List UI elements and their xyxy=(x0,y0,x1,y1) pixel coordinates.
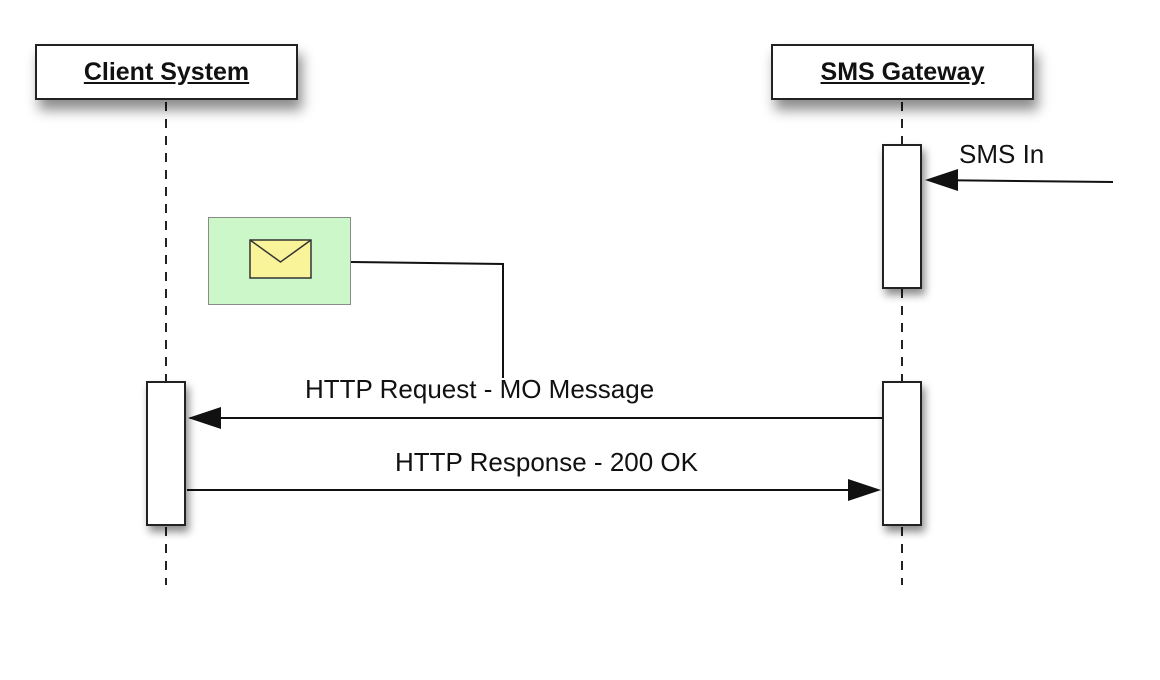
sms-in-label: SMS In xyxy=(959,139,1045,169)
sms-in-arrowhead xyxy=(925,169,958,191)
http-request-label: HTTP Request - MO Message xyxy=(305,374,655,404)
http-response-label: HTTP Response - 200 OK xyxy=(395,447,698,477)
participant-gateway-label: SMS Gateway xyxy=(820,57,985,86)
sms-in-arrow xyxy=(927,179,1114,183)
client-activation-http xyxy=(146,381,186,526)
gateway-activation-http xyxy=(882,381,922,526)
gateway-activation-sms-in xyxy=(882,144,922,289)
response-arrowhead xyxy=(848,479,881,501)
participant-sms-gateway: SMS Gateway xyxy=(771,44,1034,100)
envelope-icon xyxy=(249,239,312,279)
note-connector xyxy=(350,261,504,378)
message-note xyxy=(208,217,351,305)
participant-client-label: Client System xyxy=(83,57,250,86)
request-arrowhead xyxy=(188,407,221,429)
participant-client-system: Client System xyxy=(35,44,298,100)
